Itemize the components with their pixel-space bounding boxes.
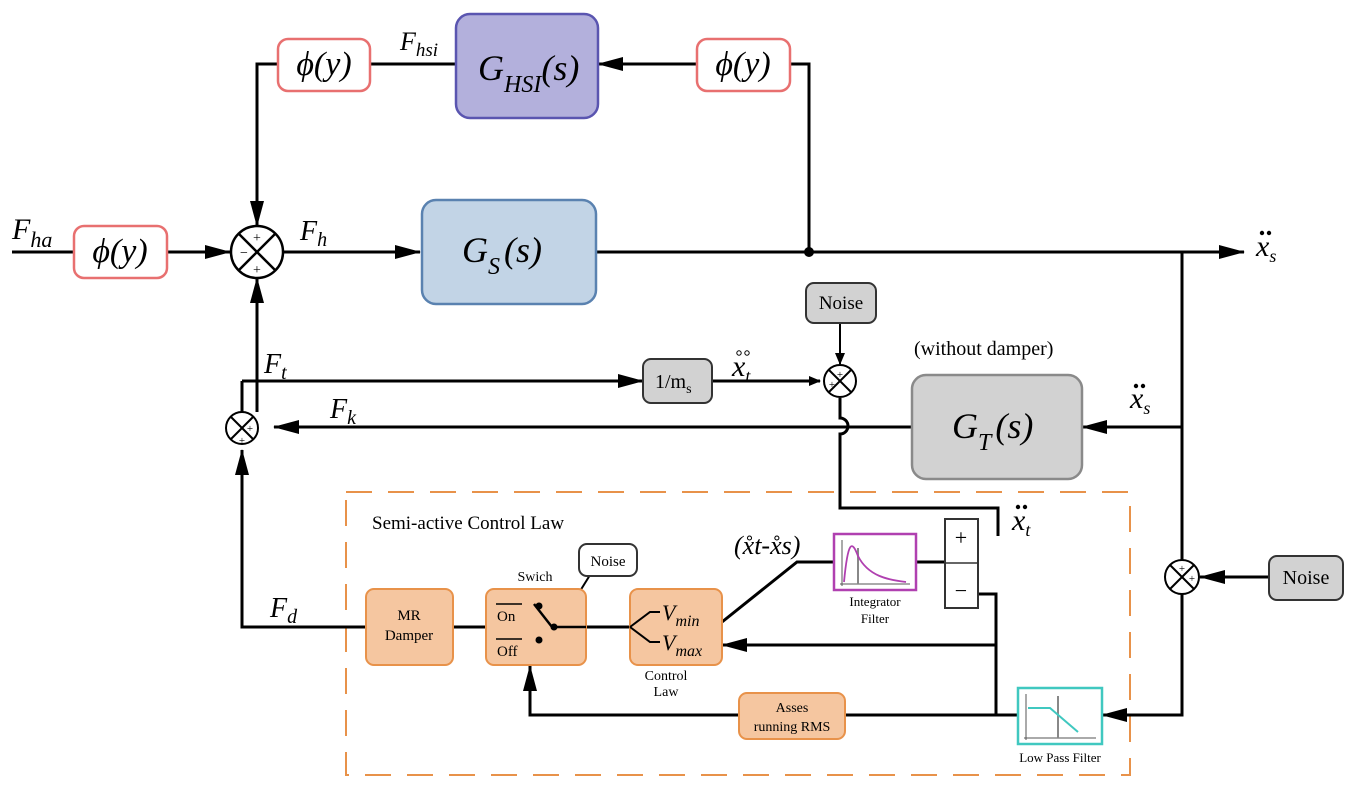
asses-line-2: running RMS: [754, 720, 831, 735]
sign-plus: +: [1189, 573, 1195, 585]
phi-block-input: ϕ(y): [72, 224, 169, 280]
noise-block-right: Noise: [1268, 555, 1344, 601]
g-hsi-block: GHSI(s): [454, 12, 600, 120]
wire-to-lowpass: [1101, 594, 1184, 722]
diff-minus: −: [955, 578, 967, 603]
signal-fhsi: Fhsi: [399, 27, 438, 61]
control-law-line-1: Control: [645, 669, 688, 684]
wire-hsi-to-sum: [250, 62, 278, 227]
signal-fh: Fh: [299, 216, 327, 251]
integrator-filter-block: [832, 532, 918, 592]
g-t-block: GT(s): [910, 373, 1084, 481]
mr-damper-line-1: MR: [397, 608, 420, 624]
g-hsi-label: GHSI(s): [478, 48, 579, 98]
sign-plus: +: [253, 231, 261, 246]
inverse-mass-label: 1/ms: [655, 371, 692, 397]
summing-junction-noise-top: + +: [823, 364, 857, 398]
wire-branch-up: [790, 62, 811, 252]
noise-label: Noise: [819, 293, 863, 314]
integrator-line-1: Integrator: [849, 594, 901, 609]
wire-int-to-vmin: [721, 560, 834, 624]
svg-text:xs: xs: [1255, 230, 1276, 266]
signal-relative-velocity: (x̊t-x̊s): [734, 531, 800, 560]
vmax-label: Vmax: [662, 630, 702, 660]
summing-junction-main: + − +: [229, 224, 285, 280]
signal-xs-gt: xs: [1129, 382, 1150, 418]
summing-junction-force: + +: [225, 411, 259, 447]
noise-block-switch: Noise: [578, 543, 638, 577]
difference-block: + −: [944, 518, 979, 609]
switch-title: Swich: [518, 570, 553, 585]
integrator-line-2: Filter: [861, 611, 890, 626]
signal-fha: Fha: [11, 213, 52, 252]
g-s-label: GS(s): [462, 230, 542, 280]
signal-fd: Fd: [269, 593, 298, 628]
sign-plus: +: [239, 435, 245, 447]
svg-text:xs: xs: [1129, 382, 1150, 418]
asses-rms-block: Asses running RMS: [738, 692, 846, 740]
svg-text:xt: xt: [731, 350, 751, 386]
semi-active-region: [345, 491, 1131, 776]
phi-label: ϕ(y): [715, 46, 770, 83]
wire-rms-to-switch: [523, 665, 739, 717]
wire-lp-to-sum: [978, 592, 998, 715]
sign-plus: +: [837, 369, 843, 381]
phi-block-right: ϕ(y): [695, 37, 792, 93]
switch-off-label: Off: [497, 644, 518, 660]
signal-xt-diff: xt: [1011, 504, 1031, 540]
sign-plus: +: [253, 263, 261, 278]
mr-damper-line-2: Damper: [385, 628, 433, 644]
sign-plus: +: [1179, 563, 1185, 575]
low-pass-label: Low Pass Filter: [1019, 750, 1101, 765]
vmin-label: Vmin: [662, 600, 699, 630]
control-law-line-2: Law: [654, 685, 680, 700]
signal-fk: Fk: [329, 394, 357, 429]
switch-block: On Off: [485, 588, 587, 666]
signal-xt-mass: xt: [731, 350, 751, 386]
diff-plus: +: [955, 525, 967, 550]
wire-fd: [235, 449, 366, 629]
noise-label: Noise: [1283, 567, 1330, 589]
signal-ft: Ft: [263, 349, 287, 384]
switch-on-label: On: [497, 609, 516, 625]
signal-xs-output: xs: [1255, 230, 1276, 266]
control-law-block: Vmin Vmax: [629, 588, 723, 666]
noise-block-top: Noise: [805, 282, 877, 324]
noise-label: Noise: [591, 554, 626, 570]
svg-text:xt: xt: [1011, 504, 1031, 540]
asses-line-1: Asses: [776, 701, 809, 716]
g-s-block: GS(s): [420, 198, 598, 306]
phi-label: ϕ(y): [92, 233, 147, 270]
g-t-label: GT(s): [952, 406, 1033, 456]
sign-plus: +: [829, 379, 835, 391]
low-pass-filter-block: [1016, 686, 1104, 746]
phi-label: ϕ(y): [296, 46, 351, 83]
mr-damper-block: MR Damper: [365, 588, 454, 666]
semi-active-label: Semi-active Control Law: [372, 513, 564, 534]
sign-plus: +: [247, 423, 253, 435]
phi-block-left: ϕ(y): [276, 37, 372, 93]
without-damper-label: (without damper): [914, 338, 1053, 360]
summing-junction-noise-right: + +: [1164, 559, 1200, 595]
inverse-mass-block: 1/ms: [642, 358, 713, 404]
sign-minus: −: [240, 246, 248, 261]
